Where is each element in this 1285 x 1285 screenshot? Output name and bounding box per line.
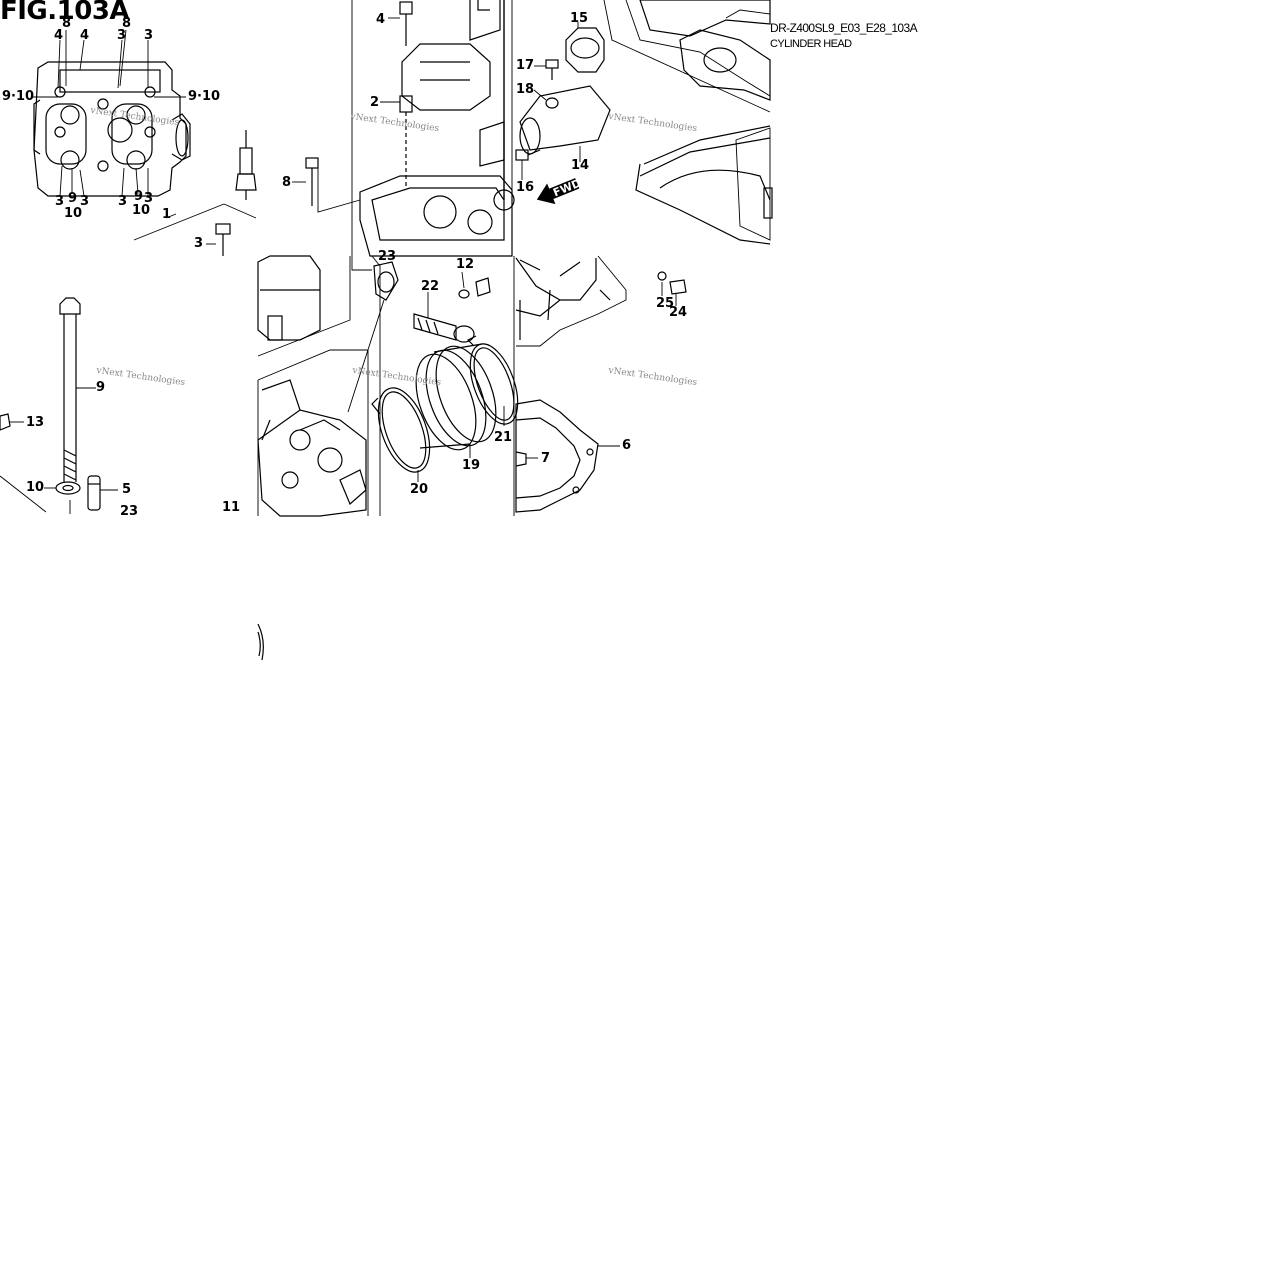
callout-21[interactable]: 21 (494, 430, 513, 445)
leaders-top-left (32, 29, 186, 197)
callout-4[interactable]: 4 (376, 12, 386, 27)
callout-10[interactable]: 10 (64, 206, 83, 221)
callout-18[interactable]: 18 (516, 82, 535, 97)
oil-seal-23 (373, 261, 399, 301)
callout-9-10[interactable]: 9·10 (188, 89, 221, 104)
washer-12 (458, 271, 470, 299)
callout-9[interactable]: 9 (68, 191, 78, 206)
callout-3[interactable]: 3 (55, 194, 65, 209)
callout-9-10[interactable]: 9·10 (2, 89, 35, 104)
callout-9[interactable]: 9 (96, 380, 106, 395)
callout-25[interactable]: 25 (656, 296, 675, 311)
valve-guide-5 (87, 475, 118, 511)
callout-5[interactable]: 5 (122, 482, 132, 497)
callout-3[interactable]: 3 (118, 194, 128, 209)
callout-16[interactable]: 16 (516, 180, 535, 195)
clamp-20 (371, 387, 431, 482)
callout-12[interactable]: 12 (456, 257, 475, 272)
callout-4[interactable]: 4 (54, 28, 64, 43)
thermostat-housing (515, 0, 773, 245)
bolt-24 (669, 279, 687, 306)
callout-19[interactable]: 19 (462, 458, 481, 473)
plug-right (475, 277, 491, 297)
callout-2[interactable]: 2 (370, 95, 380, 110)
callout-13[interactable]: 13 (26, 415, 45, 430)
fwd-arrow: FWD (536, 177, 583, 205)
callout-8[interactable]: 8 (122, 16, 132, 31)
head-assembly-bottom (257, 255, 381, 517)
lower-fragment (257, 623, 264, 661)
callout-3[interactable]: 3 (80, 194, 90, 209)
callout-22[interactable]: 22 (421, 279, 440, 294)
callout-6[interactable]: 6 (622, 438, 632, 453)
plug-13 (0, 413, 24, 431)
callout-10[interactable]: 10 (26, 480, 45, 495)
callout-7[interactable]: 7 (541, 451, 551, 466)
callout-3[interactable]: 3 (144, 28, 154, 43)
spark-plug (235, 130, 257, 200)
callout-8[interactable]: 8 (62, 16, 72, 31)
intake-bolt-22 (413, 292, 475, 343)
fwd-label: FWD (551, 177, 583, 200)
callout-9[interactable]: 9 (134, 189, 144, 204)
bolt-3-lower (206, 223, 231, 256)
callout-1[interactable]: 1 (162, 207, 172, 222)
callout-15[interactable]: 15 (570, 11, 589, 26)
callout-8[interactable]: 8 (282, 175, 292, 190)
cylinder-lower (513, 255, 627, 516)
callout-23[interactable]: 23 (120, 504, 139, 519)
oring-25 (657, 271, 667, 296)
head-bolt-9 (59, 297, 96, 482)
callout-3[interactable]: 3 (144, 191, 154, 206)
callout-24[interactable]: 24 (669, 305, 688, 320)
callout-20[interactable]: 20 (410, 482, 429, 497)
model-code: DR-Z400SL9_E03_E28_103A (770, 21, 918, 35)
head-top-view (33, 61, 191, 197)
clamp-21 (466, 335, 519, 426)
callout-11[interactable]: 11 (222, 500, 241, 515)
callout-3[interactable]: 3 (117, 28, 127, 43)
callout-4[interactable]: 4 (80, 28, 90, 43)
figure-title: FIG.103A (0, 0, 130, 26)
washer-10 (44, 481, 81, 495)
figure-name: CYLINDER HEAD (770, 38, 852, 50)
callout-3[interactable]: 3 (194, 236, 204, 251)
cylinder-gasket-6 (515, 399, 620, 513)
callout-23[interactable]: 23 (378, 249, 397, 264)
head-assembly-top (292, 0, 515, 257)
callout-14[interactable]: 14 (571, 158, 590, 173)
callout-17[interactable]: 17 (516, 58, 535, 73)
callout-10[interactable]: 10 (132, 203, 151, 218)
intake-pipe-19 (415, 343, 497, 458)
